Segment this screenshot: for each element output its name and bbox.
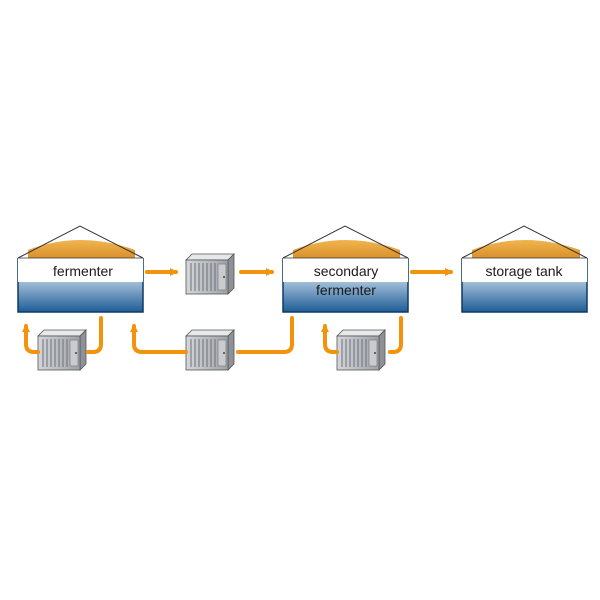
tank-label-fermenter: fermenter (53, 263, 113, 279)
flow-arrow (388, 316, 403, 354)
foam-layer (472, 240, 580, 258)
tank-storage: storage tank (461, 225, 588, 313)
tank-label-secondary-line2: fermenter (316, 282, 376, 298)
unit-icon (336, 329, 386, 371)
foam-layer (293, 240, 400, 258)
tank-roof (282, 225, 409, 259)
unit-icon (185, 253, 235, 295)
tank-label-secondary-line1: secondary (314, 263, 379, 279)
tank-fermenter: fermenter (17, 225, 144, 313)
unit-icon (185, 329, 235, 371)
flow-arrow (236, 316, 294, 354)
flow-arrow (22, 324, 40, 354)
flow-arrow (130, 324, 188, 354)
flow-arrow (86, 316, 103, 354)
foam-layer (28, 240, 135, 258)
tank-label-storage: storage tank (485, 263, 563, 279)
tank-roof (461, 225, 588, 259)
tank-roof (17, 225, 144, 259)
tank-secondary-fermenter: secondary fermenter (282, 225, 409, 313)
unit-icon (37, 329, 87, 371)
flow-arrow (321, 324, 339, 354)
